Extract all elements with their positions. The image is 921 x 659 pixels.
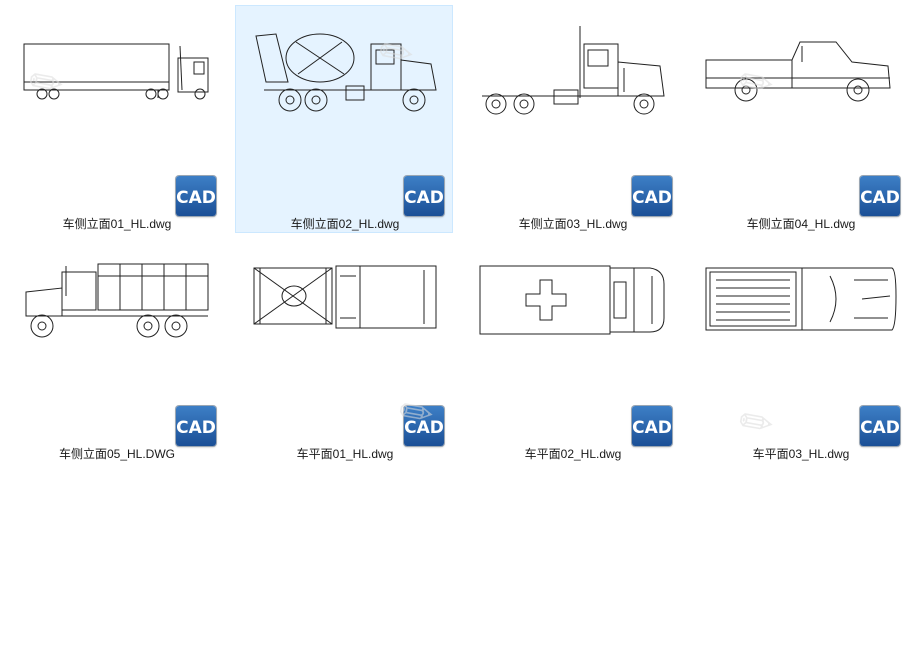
file-name: 车平面02_HL.dwg [524, 447, 622, 461]
file-item[interactable]: CAD 车侧立面05_HL.DWG [7, 235, 225, 463]
file-item[interactable]: CAD 车侧立面01_HL.dwg [7, 5, 225, 233]
file-thumbnail [8, 236, 226, 436]
file-thumbnail [692, 236, 910, 436]
file-item[interactable]: CAD 车平面03_HL.dwg [691, 235, 909, 463]
cad-file-icon: CAD [632, 176, 672, 216]
file-thumbnail [464, 6, 682, 206]
file-item[interactable]: CAD 车侧立面03_HL.dwg [463, 5, 681, 233]
ambulance-plan-drawing [479, 265, 665, 335]
file-thumbnail [692, 6, 910, 206]
cad-icon-text: CAD [632, 188, 672, 208]
file-name: 车侧立面02_HL.dwg [290, 217, 400, 231]
file-thumbnail [464, 236, 682, 436]
military-truck-drawing [25, 263, 209, 338]
file-thumbnail [8, 6, 226, 206]
cad-file-icon: CAD [176, 176, 216, 216]
cad-file-icon: CAD [860, 176, 900, 216]
trailer-truck-drawing [23, 43, 209, 100]
file-thumbnail [236, 6, 454, 206]
mixer-truck-drawing [255, 33, 437, 112]
semi-tractor-drawing [482, 26, 665, 115]
cad-file-icon: CAD [404, 406, 444, 446]
cad-icon-text: CAD [404, 188, 444, 208]
cad-file-icon: CAD [860, 406, 900, 446]
cad-icon-text: CAD [632, 418, 672, 438]
cad-file-icon: CAD [404, 176, 444, 216]
file-name: 车侧立面03_HL.dwg [518, 217, 628, 231]
file-item[interactable]: CAD 车侧立面04_HL.dwg [691, 5, 909, 233]
cad-icon-text: CAD [176, 418, 216, 438]
cad-icon-text: CAD [176, 188, 216, 208]
file-item[interactable]: CAD 车平面02_HL.dwg [463, 235, 681, 463]
file-name: 车平面01_HL.dwg [296, 447, 394, 461]
file-name: 车平面03_HL.dwg [752, 447, 850, 461]
cad-file-icon: CAD [632, 406, 672, 446]
file-item[interactable]: CAD 车平面01_HL.dwg [235, 235, 453, 463]
file-thumbnail [236, 236, 454, 436]
file-name: 车侧立面05_HL.DWG [58, 447, 176, 461]
cad-file-icon: CAD [176, 406, 216, 446]
cad-icon-text: CAD [860, 418, 900, 438]
truck-plan-drawing [253, 265, 437, 329]
pickup-truck-drawing [705, 41, 891, 102]
file-name: 车侧立面01_HL.dwg [62, 217, 172, 231]
file-name: 车侧立面04_HL.dwg [746, 217, 856, 231]
file-item[interactable]: CAD 车侧立面02_HL.dwg [235, 5, 453, 233]
pickup-plan-drawing [705, 267, 897, 331]
cad-icon-text: CAD [404, 418, 444, 438]
cad-icon-text: CAD [860, 188, 900, 208]
